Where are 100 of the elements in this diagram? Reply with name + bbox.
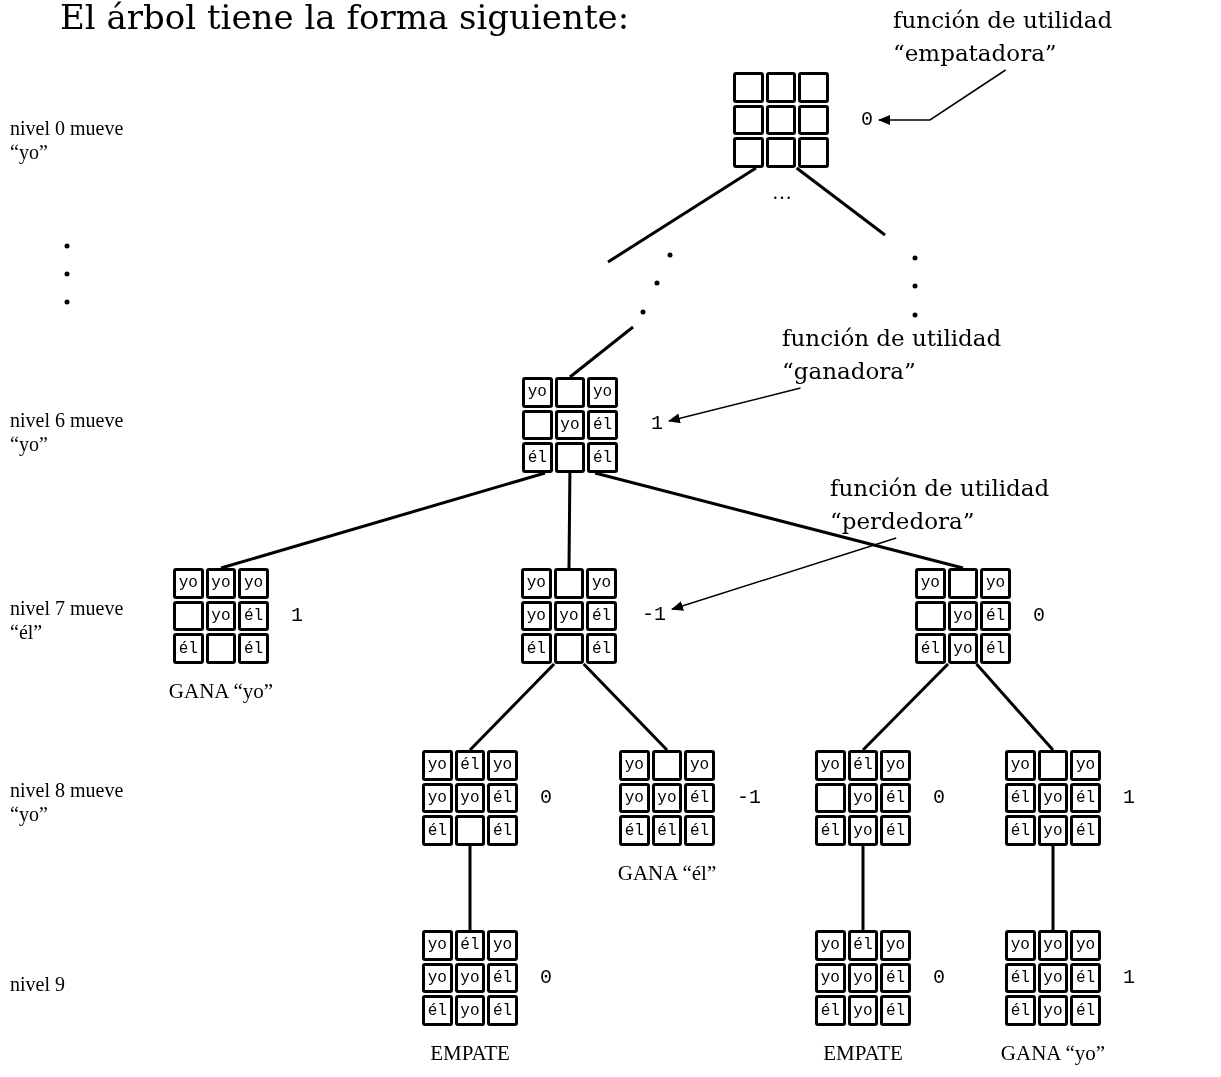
- level-label: nivel 6 mueve “yo”: [10, 408, 125, 456]
- utility-value: 0: [933, 966, 945, 990]
- marked-cell: él: [587, 442, 618, 473]
- marked-cell: yo: [454, 962, 486, 994]
- marked-cell: él: [847, 750, 879, 781]
- marked-cell: él: [651, 815, 683, 846]
- tic-tac-toe-board: [422, 930, 518, 1026]
- marked-cell: yo: [880, 930, 911, 961]
- tree-branch: [1051, 846, 1055, 930]
- marked-cell: yo: [1070, 750, 1101, 781]
- tree-branch: [569, 325, 634, 379]
- marked-cell: él: [880, 782, 911, 814]
- tree-branch: [861, 846, 865, 930]
- outcome-caption: EMPATE: [823, 1040, 903, 1066]
- marked-cell: yo: [205, 568, 237, 599]
- tree-branch: [795, 166, 886, 237]
- marked-cell: él: [238, 633, 269, 664]
- marked-cell: él: [1070, 815, 1101, 846]
- marked-cell: él: [1005, 962, 1036, 994]
- utility-value: 0: [933, 786, 945, 810]
- utility-value: 1: [645, 412, 669, 436]
- tic-tac-toe-board: [1005, 750, 1101, 846]
- outcome-caption: GANA “yo”: [168, 678, 274, 704]
- marked-cell: él: [487, 782, 518, 814]
- tree-branch: [594, 471, 964, 570]
- outcome-caption: GANA “yo”: [1000, 1040, 1106, 1066]
- level-label: nivel 8 mueve “yo”: [10, 778, 125, 826]
- marked-cell: yo: [847, 962, 879, 994]
- marked-cell: él: [684, 815, 715, 846]
- outcome-caption: EMPATE: [430, 1040, 510, 1066]
- marked-cell: yo: [947, 600, 979, 632]
- tic-tac-toe-board: [422, 750, 518, 846]
- marked-cell: yo: [422, 930, 453, 961]
- leader-arrow: [668, 387, 802, 424]
- tic-tac-toe-board: [733, 72, 829, 168]
- marked-cell: yo: [915, 568, 946, 599]
- marked-cell: él: [522, 442, 553, 473]
- marked-cell: yo: [947, 633, 979, 664]
- marked-cell: él: [815, 995, 846, 1026]
- marked-cell: él: [1005, 782, 1036, 814]
- tic-tac-toe-board: [915, 568, 1011, 664]
- tic-tac-toe-board: [173, 568, 269, 664]
- leader-arrow: [671, 537, 897, 611]
- marked-cell: él: [880, 815, 911, 846]
- marked-cell: él: [238, 600, 269, 632]
- title: El árbol tiene la forma siguiente:: [60, 0, 630, 38]
- annotation-text: función de utilidad “ganadora”: [782, 322, 1082, 388]
- marked-cell: él: [619, 815, 650, 846]
- marked-cell: yo: [487, 930, 518, 961]
- marked-cell: él: [587, 409, 618, 441]
- level-label: nivel 7 mueve “él”: [10, 596, 125, 644]
- utility-value: 0: [540, 966, 552, 990]
- utility-value: 0: [1033, 604, 1045, 628]
- marked-cell: él: [1070, 962, 1101, 994]
- marked-cell: yo: [1037, 995, 1069, 1026]
- tree-branch: [582, 662, 669, 752]
- marked-cell: él: [422, 815, 453, 846]
- utility-value: 1: [291, 604, 303, 628]
- marked-cell: yo: [651, 782, 683, 814]
- marked-cell: él: [880, 962, 911, 994]
- marked-cell: yo: [238, 568, 269, 599]
- marked-cell: yo: [422, 962, 453, 994]
- marked-cell: él: [487, 815, 518, 846]
- marked-cell: yo: [880, 750, 911, 781]
- utility-value: 1: [1123, 786, 1135, 810]
- marked-cell: yo: [454, 782, 486, 814]
- level-label: …: [772, 180, 793, 204]
- marked-cell: yo: [815, 930, 846, 961]
- annotation-text: función de utilidad “perdedora”: [830, 472, 1170, 538]
- tic-tac-toe-board: [1005, 930, 1101, 1026]
- tic-tac-toe-board: [521, 568, 617, 664]
- tic-tac-toe-board: [815, 750, 911, 846]
- marked-cell: yo: [847, 782, 879, 814]
- marked-cell: yo: [586, 568, 617, 599]
- marked-cell: él: [1070, 995, 1101, 1026]
- marked-cell: él: [586, 633, 617, 664]
- tree-branch: [220, 471, 546, 570]
- tree-branch: [607, 166, 757, 264]
- marked-cell: él: [487, 995, 518, 1026]
- tic-tac-toe-board: [815, 930, 911, 1026]
- marked-cell: yo: [521, 568, 552, 599]
- marked-cell: él: [521, 633, 552, 664]
- utility-value: 0: [540, 786, 552, 810]
- tic-tac-toe-board: [619, 750, 715, 846]
- utility-value: -1: [737, 786, 761, 810]
- marked-cell: él: [815, 815, 846, 846]
- marked-cell: yo: [815, 750, 846, 781]
- marked-cell: él: [847, 930, 879, 961]
- marked-cell: yo: [1037, 815, 1069, 846]
- marked-cell: yo: [422, 750, 453, 781]
- marked-cell: yo: [815, 962, 846, 994]
- marked-cell: yo: [619, 782, 650, 814]
- marked-cell: yo: [1037, 930, 1069, 961]
- marked-cell: yo: [1005, 750, 1036, 781]
- marked-cell: yo: [1037, 782, 1069, 814]
- marked-cell: yo: [205, 600, 237, 632]
- marked-cell: él: [1070, 782, 1101, 814]
- marked-cell: yo: [684, 750, 715, 781]
- marked-cell: yo: [1037, 962, 1069, 994]
- marked-cell: él: [980, 633, 1011, 664]
